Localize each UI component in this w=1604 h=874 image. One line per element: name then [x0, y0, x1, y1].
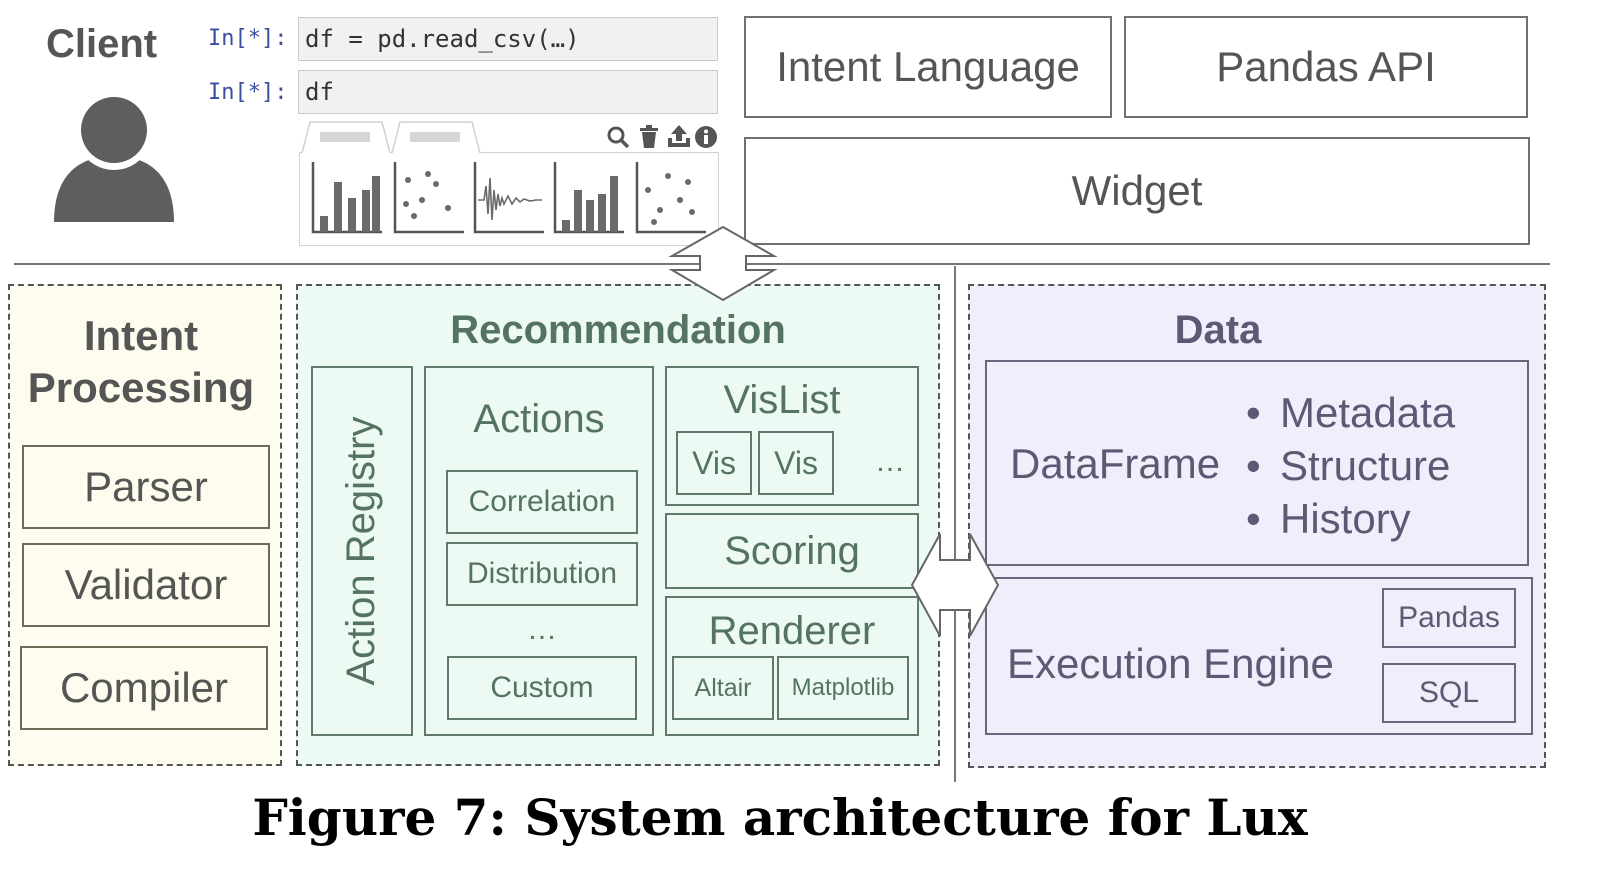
engine-sql: SQL [1382, 663, 1516, 723]
figure-caption: Figure 7: System architecture for Lux [252, 787, 1308, 847]
vertical-divider [954, 266, 956, 782]
vis-item-label: Vis [774, 444, 818, 481]
export-icon[interactable] [666, 124, 692, 149]
actions-title: Actions [473, 396, 605, 441]
execution-engine-label: Execution Engine [1007, 640, 1334, 687]
validator-box: Validator [22, 543, 270, 627]
horizontal-divider [14, 263, 1550, 265]
mini-bar-chart-icon[interactable] [310, 160, 384, 236]
widget-box: Widget [744, 137, 1530, 245]
recommendation-title: Recommendation [296, 306, 940, 354]
code-text: df = pd.read_csv(…) [305, 25, 580, 53]
vis-item: Vis [676, 431, 752, 495]
pandas-api-label: Pandas API [1216, 43, 1436, 90]
renderer-matplotlib-label: Matplotlib [791, 674, 895, 701]
pandas-api-box: Pandas API [1124, 16, 1528, 118]
code-cell-df[interactable]: df [298, 70, 718, 114]
action-distribution: Distribution [446, 542, 638, 606]
dataframe-box [985, 360, 1529, 566]
bidirectional-vertical-arrow-icon [668, 226, 778, 302]
bidirectional-horizontal-arrow-icon [910, 533, 1000, 637]
action-registry-box [311, 366, 413, 736]
client-label: Client [46, 22, 158, 66]
dataframe-label: DataFrame [1010, 440, 1221, 487]
renderer-title: Renderer [708, 608, 876, 653]
cell-prompt-2: In[*]: [208, 80, 288, 105]
compiler-label: Compiler [59, 664, 229, 711]
mini-scatter-chart-icon[interactable] [392, 160, 466, 236]
mini-scatter-chart-icon[interactable] [634, 160, 708, 236]
code-cell-read-csv[interactable]: df = pd.read_csv(…) [298, 17, 718, 61]
user-icon [54, 94, 174, 222]
vislist-ellipsis: … [875, 445, 905, 478]
engine-pandas-label: Pandas [1398, 601, 1500, 634]
action-correlation-label: Correlation [468, 485, 616, 518]
parser-box: Parser [22, 445, 270, 529]
compiler-box: Compiler [20, 646, 268, 730]
intent-processing-title: Intent Processing [8, 312, 274, 412]
code-text: df [305, 78, 334, 106]
vis-item-label: Vis [692, 444, 736, 481]
widget-tab-1[interactable] [300, 120, 392, 154]
action-correlation: Correlation [446, 470, 638, 534]
renderer-altair-label: Altair [694, 673, 752, 702]
renderer-matplotlib: Matplotlib [777, 656, 909, 720]
action-registry-label: Action Registry [338, 416, 383, 686]
action-custom-label: Custom [490, 671, 594, 704]
action-distribution-label: Distribution [466, 557, 618, 590]
search-icon[interactable] [606, 125, 630, 149]
intent-title-line1: Intent [83, 312, 199, 359]
actions-box [424, 366, 654, 736]
mini-line-chart-icon[interactable] [472, 160, 546, 236]
data-section [968, 284, 1546, 768]
scoring-box: Scoring [665, 513, 919, 589]
action-custom: Custom [447, 656, 637, 720]
bullet-history: •History [1246, 495, 1411, 542]
mini-histogram-chart-icon[interactable] [552, 160, 626, 236]
widget-tab-2[interactable] [390, 120, 482, 154]
lux-widget-output [299, 152, 719, 246]
engine-pandas: Pandas [1382, 588, 1516, 648]
data-title-text: Data [1174, 307, 1262, 352]
execution-engine-box [985, 577, 1533, 735]
intent-language-label: Intent Language [776, 43, 1080, 90]
trash-icon[interactable] [638, 125, 660, 149]
bullet-metadata: •Metadata [1246, 389, 1456, 436]
renderer-altair: Altair [672, 656, 774, 720]
dataframe-bullet-list: •Metadata •Structure •History [1246, 386, 1455, 545]
renderer-box [665, 596, 919, 736]
vis-item: Vis [758, 431, 834, 495]
recommendation-title-text: Recommendation [450, 307, 786, 352]
recommendation-section [296, 284, 940, 766]
info-icon[interactable] [694, 125, 718, 149]
validator-label: Validator [64, 561, 228, 608]
vislist-title: VisList [723, 377, 841, 422]
vislist-box [665, 366, 919, 506]
widget-label: Widget [1071, 167, 1203, 214]
scoring-label: Scoring [724, 528, 860, 573]
parser-label: Parser [84, 463, 208, 510]
engine-sql-label: SQL [1418, 676, 1480, 709]
intent-language-box: Intent Language [744, 16, 1112, 118]
cell-prompt-1: In[*]: [208, 26, 288, 51]
actions-ellipsis: … [527, 613, 557, 646]
data-title: Data [968, 306, 1468, 354]
intent-title-line2: Processing [27, 364, 255, 411]
intent-processing-section [8, 284, 282, 766]
bullet-structure: •Structure [1246, 442, 1451, 489]
